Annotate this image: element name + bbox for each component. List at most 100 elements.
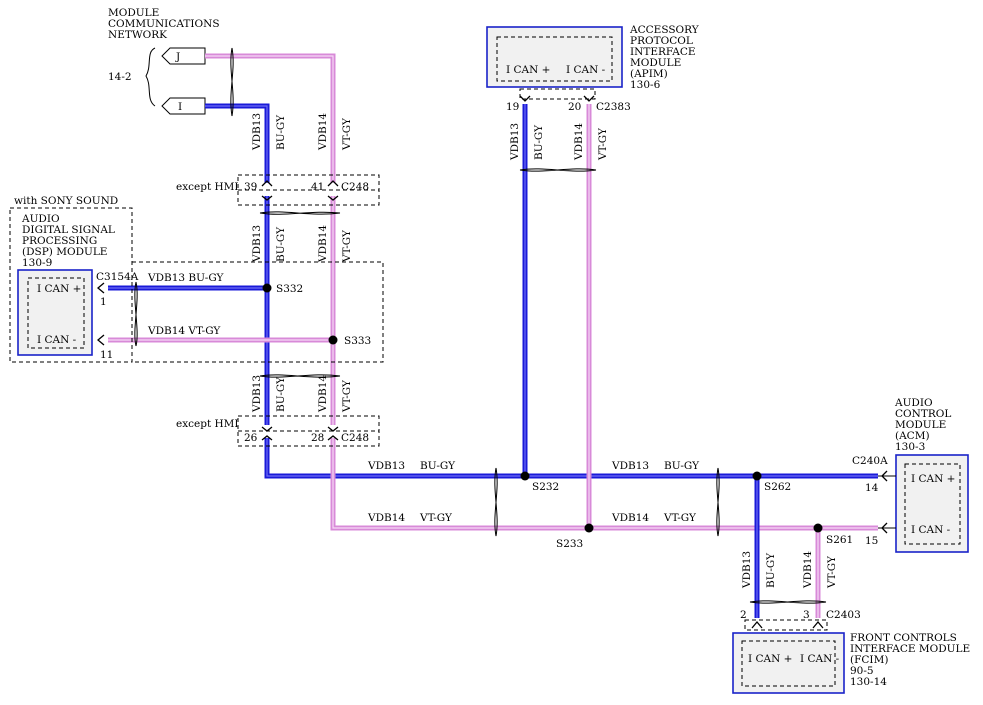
fcim-pin3: 3 (803, 609, 810, 621)
pin-j-flag (161, 47, 206, 65)
apim-module: I CAN + I CAN - ACCESSORY PROTOCOL INTER… (486, 24, 700, 113)
label-vdb13-a: VDB13 (251, 113, 263, 151)
label-main-vtgy: VT-GY (419, 512, 453, 524)
label-main-vdb14: VDB14 (367, 512, 405, 524)
apim-line4: MODULE (630, 57, 681, 69)
twisted-pair-symbols (134, 47, 827, 604)
fcim-pin2: 2 (740, 609, 747, 621)
dsp-line3: PROCESSING (22, 235, 97, 247)
dsp-connector: C3154A (96, 271, 139, 283)
dsp-module: with SONY SOUND AUDIO DIGITAL SIGNAL PRO… (9, 195, 384, 363)
acm-line4: (ACM) (895, 430, 930, 442)
fcim-connector-outline (744, 619, 828, 631)
fcim-line3: (FCIM) (850, 654, 888, 666)
splice-s262-label: S262 (764, 481, 791, 493)
label-vdb13-e: VDB13 (741, 551, 753, 589)
acm-line2: CONTROL (895, 408, 951, 420)
splice-s261-label: S261 (826, 534, 853, 546)
c248-lower-name: C248 (341, 432, 369, 444)
dsp-pin11: 11 (100, 349, 113, 361)
fcim-box (732, 632, 845, 694)
apim-can-minus: I CAN - (566, 64, 606, 76)
label-bugy-b: BU-GY (275, 226, 287, 262)
label-vtgy-d: VT-GY (597, 127, 609, 161)
splice-s332-label: S332 (276, 283, 303, 295)
network-brace (145, 47, 156, 107)
fcim-can-plus: I CAN + (748, 653, 792, 665)
acm-connector: C240A (852, 455, 888, 467)
apim-ref: 130-6 (630, 79, 661, 91)
fcim-line2: INTERFACE MODULE (850, 643, 970, 655)
pin-j-label: J (175, 51, 180, 63)
label-vdb14-a: VDB14 (317, 113, 329, 151)
pin-i-flag (161, 97, 206, 115)
c248-pin26: 26 (244, 432, 258, 444)
wire-labels: VDB13 BU-GY VDB14 VT-GY VDB13 BU-GY VDB1… (147, 113, 838, 589)
apim-line1: ACCESSORY (629, 24, 700, 36)
fcim-can-minus: I CAN - (800, 653, 840, 665)
splice-s261 (813, 523, 823, 533)
dsp-option-outline (9, 207, 133, 363)
label-vdb13-c: VDB13 (251, 375, 263, 413)
label-dsp-vdb14: VDB14 VT-GY (147, 325, 221, 337)
label-bugy-a: BU-GY (275, 114, 287, 150)
label-vtgy-a: VT-GY (341, 117, 353, 151)
splice-s233 (584, 523, 594, 533)
acm-pin14: 14 (865, 482, 879, 494)
acm-pin15: 15 (865, 535, 878, 547)
label-vdb14-b: VDB14 (317, 225, 329, 263)
dsp-can-plus: I CAN + (37, 283, 81, 295)
label-vdb14-c: VDB14 (317, 375, 329, 413)
fcim-connector: C2403 (826, 609, 861, 621)
label-bugy-e: BU-GY (765, 552, 777, 588)
label-vdb14-d: VDB14 (573, 123, 585, 161)
pin-i-label: I (178, 101, 182, 113)
splice-s332 (262, 283, 272, 293)
label-right-bugy: BU-GY (664, 460, 700, 472)
fcim-line1: FRONT CONTROLS (850, 632, 957, 644)
dsp-ref: 130-9 (22, 257, 52, 269)
dsp-line1: AUDIO (21, 213, 60, 225)
apim-line5: (APIM) (630, 68, 668, 80)
c248-pin28: 28 (311, 432, 324, 444)
label-vdb13-d: VDB13 (509, 123, 521, 161)
splice-s262 (752, 471, 762, 481)
apim-can-plus: I CAN + (506, 64, 550, 76)
label-right-vdb13: VDB13 (611, 460, 649, 472)
c248-upper-name: C248 (341, 181, 369, 193)
fcim-module: 2 3 C2403 I CAN + I CAN - FRONT CONTROLS… (732, 609, 970, 694)
network-ref: 14-2 (108, 71, 132, 83)
dsp-option: with SONY SOUND (14, 195, 118, 207)
label-right-vdb14: VDB14 (611, 512, 649, 524)
c248-pin41: 41 (311, 181, 324, 193)
network-label-3: NETWORK (108, 29, 167, 41)
c248-pin39: 39 (244, 181, 257, 193)
network-label-1: MODULE (108, 7, 159, 19)
fcim-ref2: 130-14 (850, 676, 887, 688)
apim-pin20: 20 (568, 101, 581, 113)
wires (108, 53, 878, 618)
apim-connector: C2383 (596, 101, 631, 113)
label-dsp-vdb13: VDB13 BU-GY (147, 272, 225, 284)
c248-lower: except HMI 26 28 C248 (176, 415, 380, 447)
label-vtgy-b: VT-GY (341, 229, 353, 263)
acm-line3: MODULE (895, 419, 946, 431)
dsp-pin1: 1 (100, 296, 107, 308)
label-bugy-c: BU-GY (275, 376, 287, 412)
label-vtgy-e: VT-GY (826, 555, 838, 589)
acm-ref: 130-3 (895, 441, 925, 453)
splice-s232-label: S232 (532, 481, 559, 493)
acm-module: I CAN + I CAN - AUDIO CONTROL MODULE (AC… (852, 397, 969, 553)
dsp-inner (27, 277, 85, 349)
label-right-vtgy: VT-GY (663, 512, 697, 524)
apim-connector-outline (519, 88, 596, 100)
dsp-line2: DIGITAL SIGNAL (22, 224, 115, 236)
apim-line3: INTERFACE (630, 46, 696, 58)
label-vdb13-b: VDB13 (251, 225, 263, 263)
label-vdb14-e: VDB14 (802, 551, 814, 589)
dsp-line4: (DSP) MODULE (22, 246, 107, 258)
c248-lower-except: except HMI (176, 418, 239, 430)
dsp-can-minus: I CAN - (37, 334, 77, 346)
acm-box (895, 454, 969, 553)
